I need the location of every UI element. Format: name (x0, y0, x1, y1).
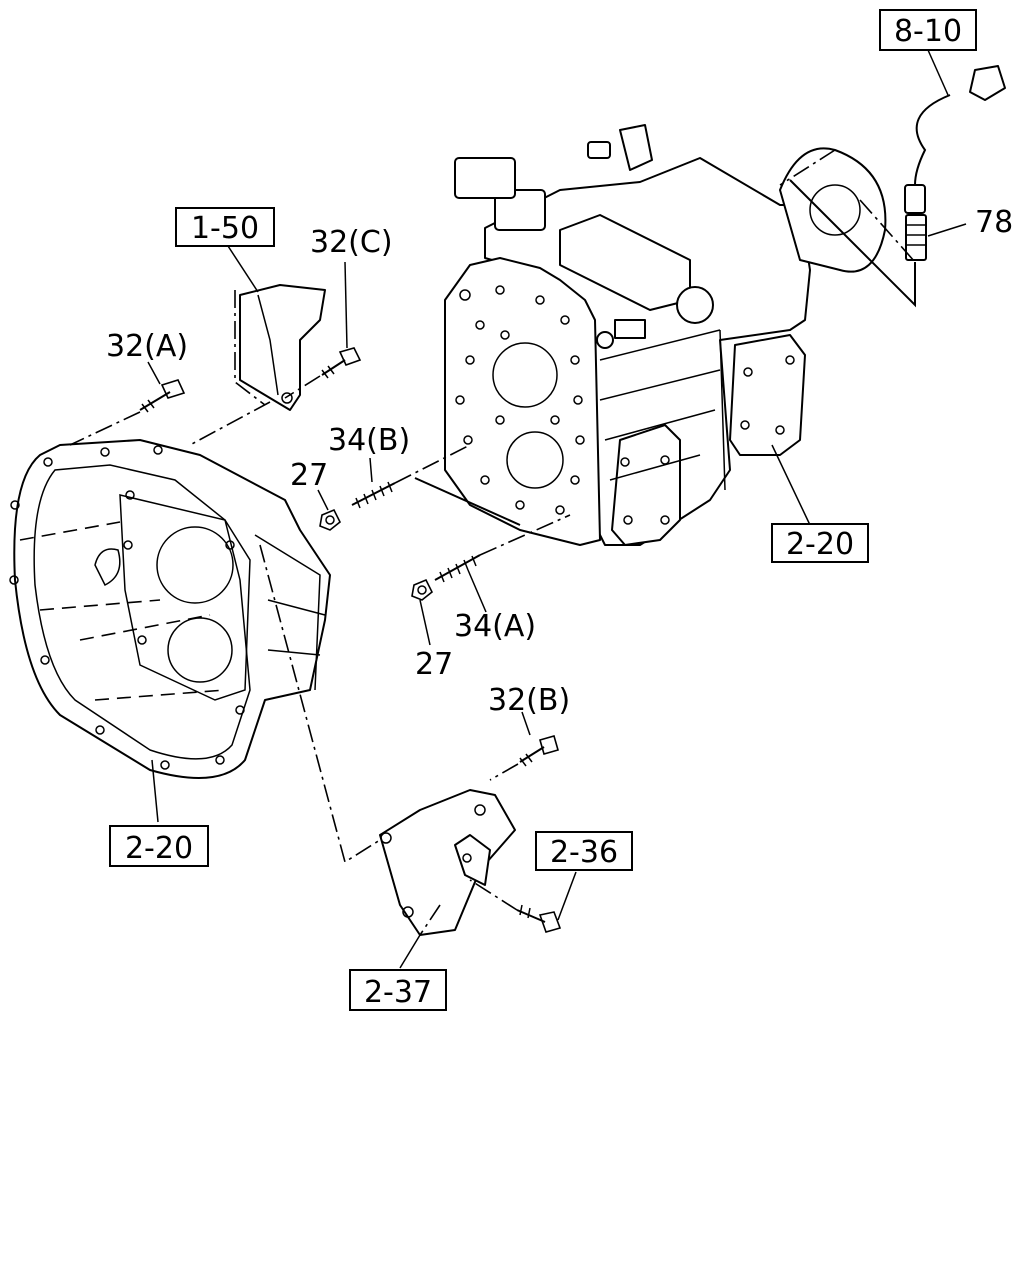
leader-lines (147, 49, 967, 969)
callout-2-37[interactable]: 2-37 (349, 969, 447, 1011)
callout-2-36[interactable]: 2-36 (535, 831, 633, 871)
bracket-2-37-drawing (379, 789, 516, 936)
callout-27-top: 27 (290, 458, 328, 493)
callout-1-50-label: 1-50 (191, 211, 259, 246)
callout-2-20-left[interactable]: 2-20 (109, 825, 209, 867)
callout-32c: 32(C) (310, 225, 393, 260)
callout-2-20-right-label: 2-20 (786, 527, 854, 562)
callout-32b: 32(B) (488, 683, 570, 718)
callout-8-10-label: 8-10 (894, 14, 962, 49)
callout-2-20-left-label: 2-20 (125, 831, 193, 866)
callout-2-36-label: 2-36 (550, 835, 618, 870)
callout-1-50[interactable]: 1-50 (175, 207, 275, 247)
callout-2-37-label: 2-37 (364, 975, 432, 1010)
speed-sensor-drawing (904, 65, 1006, 261)
callout-34a: 34(A) (454, 609, 536, 644)
callout-8-10[interactable]: 8-10 (879, 9, 977, 51)
fasteners-drawing (139, 347, 562, 933)
clutch-housing-drawing (9, 439, 331, 779)
callout-34b: 34(B) (328, 423, 410, 458)
callout-2-20-right[interactable]: 2-20 (771, 523, 869, 563)
assembly-lines (19, 149, 916, 936)
callout-32a: 32(A) (106, 329, 188, 364)
callout-27-bottom: 27 (415, 647, 453, 682)
bracket-1-50-drawing (239, 284, 326, 411)
callout-78: 78 (975, 205, 1013, 240)
transmission-case-drawing (444, 124, 887, 546)
